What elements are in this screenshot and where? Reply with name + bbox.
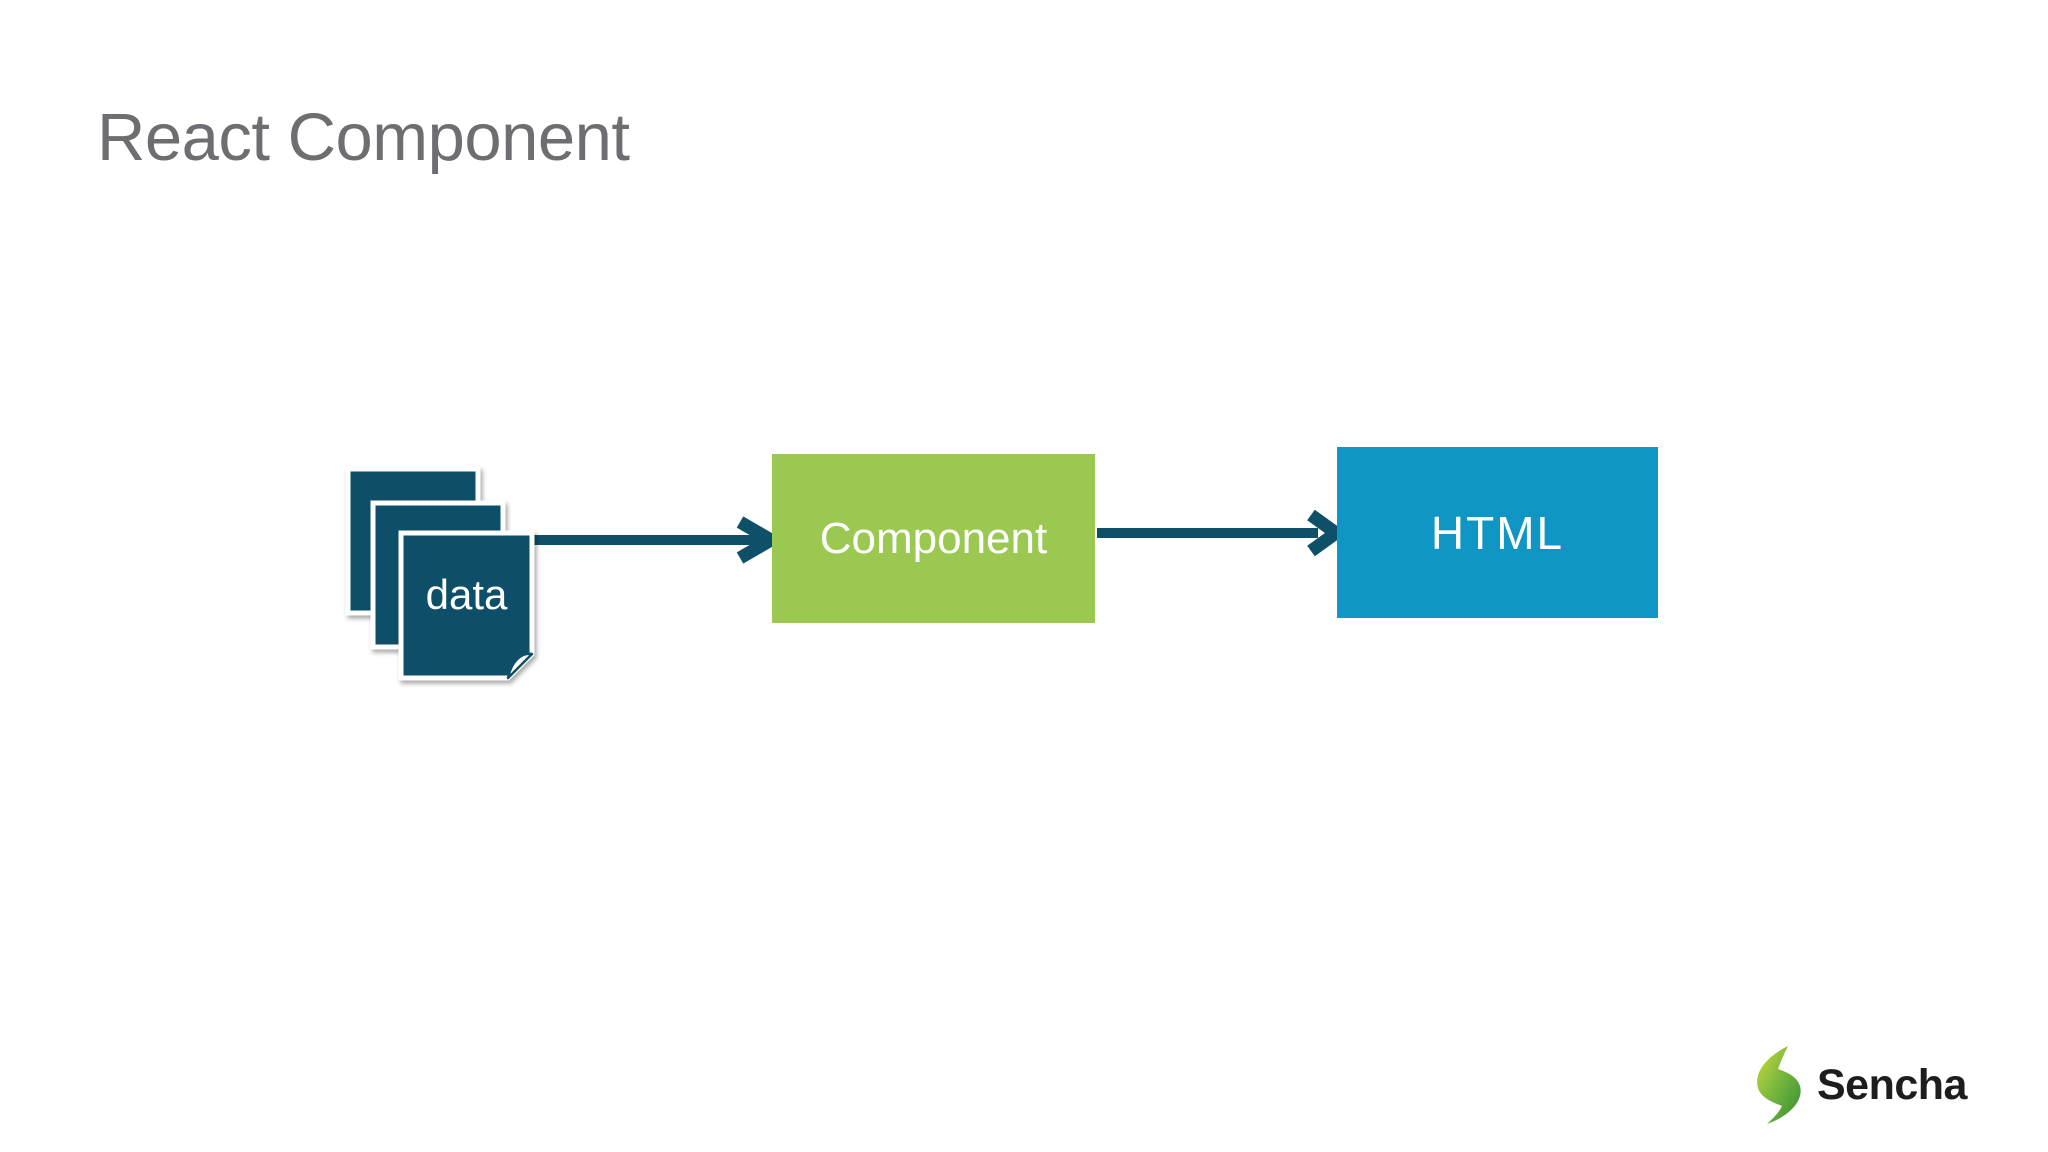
component-box-label: Component [819, 513, 1048, 563]
data-label: data [425, 571, 508, 618]
sencha-leaf-icon [1757, 1046, 1801, 1124]
html-box-label: HTML [1430, 506, 1565, 559]
sencha-wordmark: Sencha [1817, 1060, 1967, 1109]
component-box: Component [772, 454, 1095, 623]
html-box: HTML [1337, 447, 1658, 618]
data-documents-icon [345, 466, 535, 681]
sencha-logo: Sencha [1752, 1046, 1967, 1124]
page-title: React Component [97, 100, 630, 175]
arrow-component-to-html-icon [1097, 509, 1345, 557]
arrow-data-to-component-icon [530, 516, 780, 564]
